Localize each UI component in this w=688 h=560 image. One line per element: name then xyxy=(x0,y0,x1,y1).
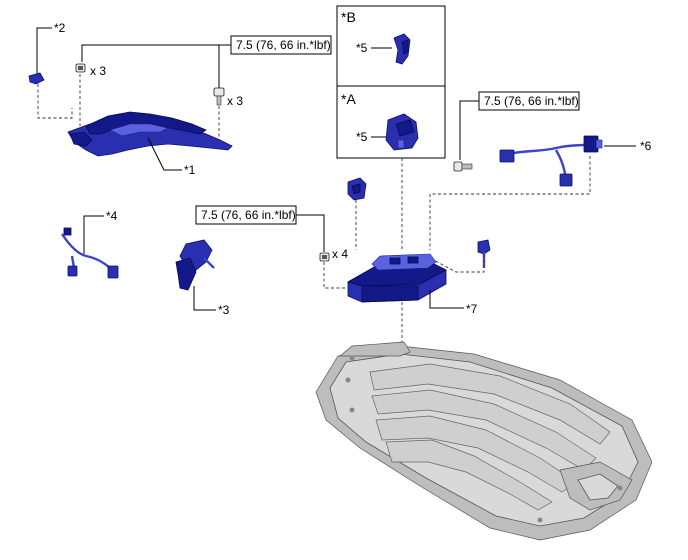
callout-4: *4 xyxy=(106,209,118,223)
leader-torque-top-nuts xyxy=(81,44,231,62)
detail-view-b: *B *5 xyxy=(336,5,446,87)
dashed-guide xyxy=(429,254,485,273)
torque-top-text: 7.5 (76, 66 in.*lbf) xyxy=(236,38,331,52)
wire-harness-4 xyxy=(61,227,119,279)
leader-1 xyxy=(147,137,182,171)
bolt-icon xyxy=(453,161,473,172)
bolt-icon xyxy=(213,87,225,106)
leader-4 xyxy=(83,215,104,254)
torque-spec-top: 7.5 (76, 66 in.*lbf) xyxy=(230,35,332,55)
callout-7: *7 xyxy=(466,302,478,316)
bracket-part-b xyxy=(393,33,411,65)
battery-tray-part xyxy=(315,341,653,541)
callout-1: *1 xyxy=(184,163,196,177)
callout-5-a: *5 xyxy=(356,130,368,144)
callout-6: *6 xyxy=(640,139,652,153)
callout-2: *2 xyxy=(54,21,66,35)
cover-part xyxy=(67,111,233,157)
torque-middle-text: 7.5 (76, 66 in.*lbf) xyxy=(201,208,296,222)
bolt-quantity-top: x 3 xyxy=(227,94,243,108)
callout-3: *3 xyxy=(218,303,230,317)
leader-torque-middle xyxy=(296,214,325,252)
callout-5-b: *5 xyxy=(356,41,368,55)
control-unit-part xyxy=(346,253,447,303)
bracket-part-a xyxy=(385,113,419,151)
dashed-guide xyxy=(323,262,350,289)
view-b-label: *B xyxy=(341,9,356,25)
nut-quantity-middle: x 4 xyxy=(332,247,348,261)
torque-right-text: 7.5 (76, 66 in.*lbf) xyxy=(484,94,579,108)
leader-2 xyxy=(36,27,52,74)
torque-spec-right: 7.5 (76, 66 in.*lbf) xyxy=(478,91,580,111)
detail-view-a: *A *5 xyxy=(336,85,446,159)
wire-harness-6 xyxy=(499,135,603,187)
torque-spec-middle: 7.5 (76, 66 in.*lbf) xyxy=(195,205,297,225)
small-connector-part xyxy=(347,177,367,201)
leader-7 xyxy=(429,290,464,309)
leader-3 xyxy=(193,286,216,311)
dashed-guide xyxy=(429,156,591,250)
dashed-guide xyxy=(37,84,73,119)
view-a-label: *A xyxy=(341,91,356,107)
nut-quantity-top: x 3 xyxy=(90,64,106,78)
leader-torque-top-bolts xyxy=(218,44,231,88)
nut-icon xyxy=(319,252,330,262)
nut-icon xyxy=(75,63,86,73)
connector-part-3 xyxy=(175,239,215,291)
clip-part xyxy=(28,72,45,85)
leader-torque-right xyxy=(459,100,479,160)
